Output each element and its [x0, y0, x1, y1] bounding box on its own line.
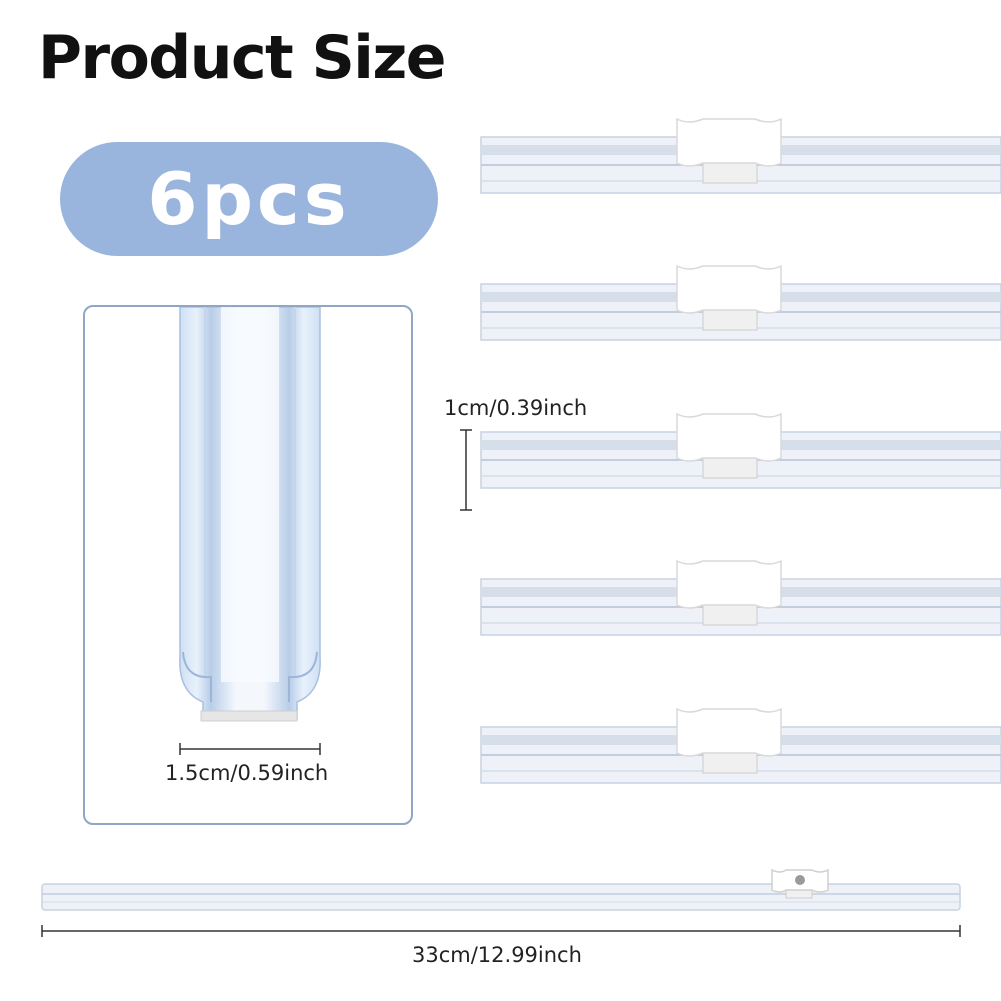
strip-closeup-image: [179, 307, 321, 722]
height-label: 1cm/0.39inch: [444, 396, 588, 420]
height-dimension-line: [460, 429, 472, 511]
full-length-strip: [41, 868, 961, 911]
strip-1: [480, 117, 1001, 194]
width-label: 1.5cm/0.59inch: [165, 761, 329, 785]
strip-4: [480, 559, 1001, 636]
length-label: 33cm/12.99inch: [412, 943, 582, 967]
quantity-badge-label: 6pcs: [147, 157, 351, 241]
quantity-badge: 6pcs: [60, 142, 438, 256]
strip-5: [480, 707, 1001, 784]
strip-3: [480, 412, 1001, 489]
strip-2: [480, 264, 1001, 341]
product-size-title: Product Size: [38, 23, 446, 93]
detail-closeup-box: 1.5cm/0.59inch: [83, 305, 413, 825]
width-dimension-line: [179, 743, 321, 755]
length-dimension-line: [41, 925, 961, 937]
